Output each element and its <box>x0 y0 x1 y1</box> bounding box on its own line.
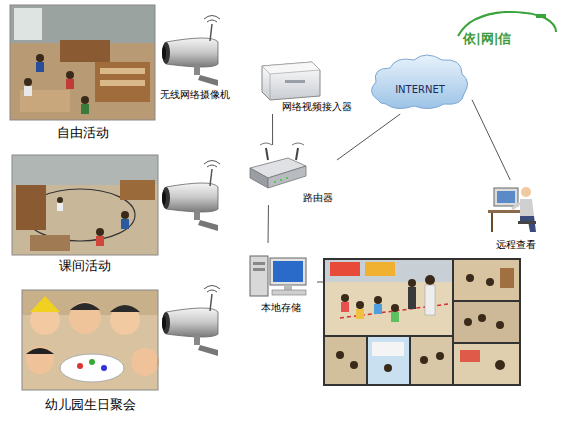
camera-device: 无线网络摄像机 <box>158 28 270 102</box>
photo-frame: 自由活动 <box>8 3 158 143</box>
photo-frame: 课间活动 <box>10 152 160 276</box>
node-label: 幼儿园生日聚会 <box>45 398 136 413</box>
network-link <box>472 100 510 180</box>
node-label: 路由器 <box>303 192 333 204</box>
internet-cloud: INTERNET <box>368 52 472 114</box>
storage-pc: 本地存储 <box>245 243 317 315</box>
video-access-device: 网络视频接入器 <box>256 58 374 114</box>
node-label: 自由活动 <box>57 126 109 141</box>
network-link <box>337 114 400 160</box>
logo-text: 依|网|信 <box>463 32 512 47</box>
network-link <box>272 114 273 145</box>
logo-text: 依|网|信 <box>463 32 512 47</box>
node-label: INTERNET <box>395 84 445 96</box>
remote-viewer: 远程查看 <box>480 180 552 252</box>
node-label: 远程查看 <box>496 239 536 251</box>
router-device: 路由器 <box>245 145 337 205</box>
node-label: 本地存储 <box>261 302 301 314</box>
network-link <box>268 205 269 243</box>
node-label: 无线网络摄像机 <box>160 89 230 101</box>
node-label: 网络视频接入器 <box>282 101 352 113</box>
node-label: 课间活动 <box>59 259 111 274</box>
photo-frame: 幼儿园生日聚会 <box>20 287 160 415</box>
